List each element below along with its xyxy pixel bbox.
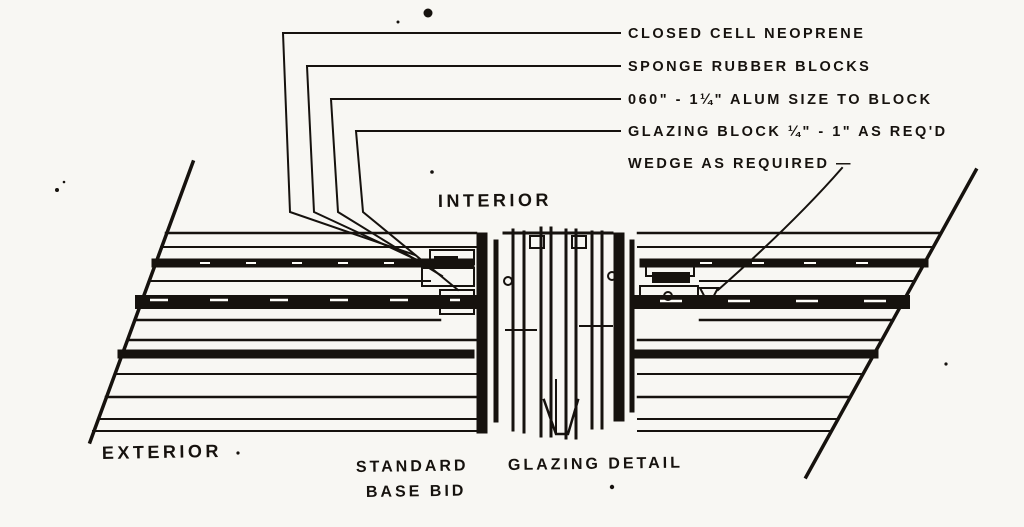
scan-specks <box>55 8 948 490</box>
mullion-assembly <box>476 226 635 440</box>
wedge-shape <box>698 287 720 308</box>
drawing-caption: STANDARD GLAZING DETAIL BASE BID <box>356 455 683 501</box>
label-interior: INTERIOR <box>438 190 552 211</box>
leader-lines <box>281 32 844 292</box>
callout-label-closed-cell-neoprene: CLOSED CELL NEOPRENE <box>628 26 865 42</box>
wedge-leader-line <box>716 166 844 292</box>
callout-label-glazing-block: GLAZING BLOCK ¼" - 1" AS REQ'D <box>628 124 948 140</box>
callout-label-sponge-rubber-blocks: SPONGE RUBBER BLOCKS <box>628 59 871 75</box>
callout-label-wedge-as-required: WEDGE AS REQUIRED — <box>628 156 853 172</box>
callout-labels: CLOSED CELL NEOPRENE SPONGE RUBBER BLOCK… <box>628 26 948 172</box>
callout-label-alum-size-to-block: 060" - 1¼" ALUM SIZE TO BLOCK <box>628 92 933 108</box>
caption-glazing-detail: GLAZING DETAIL <box>508 455 683 474</box>
left-panel-bands <box>92 231 478 432</box>
caption-base-bid: BASE BID <box>366 483 467 501</box>
left-glazing-blocks <box>421 249 475 315</box>
right-glazing-blocks <box>639 261 720 308</box>
label-exterior: EXTERIOR <box>102 441 222 463</box>
caption-standard: STANDARD <box>356 457 469 476</box>
